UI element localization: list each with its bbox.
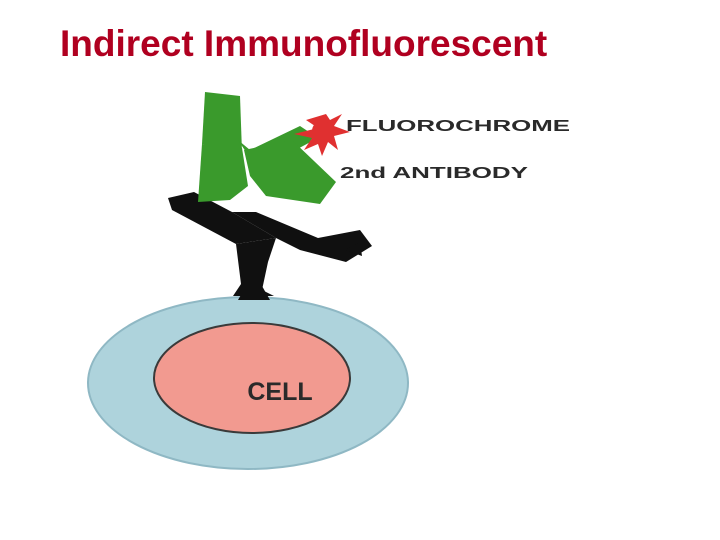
second-antibody-label: 2nd ANTIBODY bbox=[340, 165, 529, 182]
cell-nucleus bbox=[153, 322, 351, 434]
fluorochrome-label: FLUOROCHROME bbox=[346, 118, 571, 135]
page-title: Indirect Immunofluorescent bbox=[60, 23, 548, 64]
secondary-antibody bbox=[198, 92, 336, 204]
primary-antibody bbox=[168, 192, 372, 296]
cell-label: CELL bbox=[247, 378, 312, 406]
fluorochrome-core bbox=[312, 121, 332, 141]
